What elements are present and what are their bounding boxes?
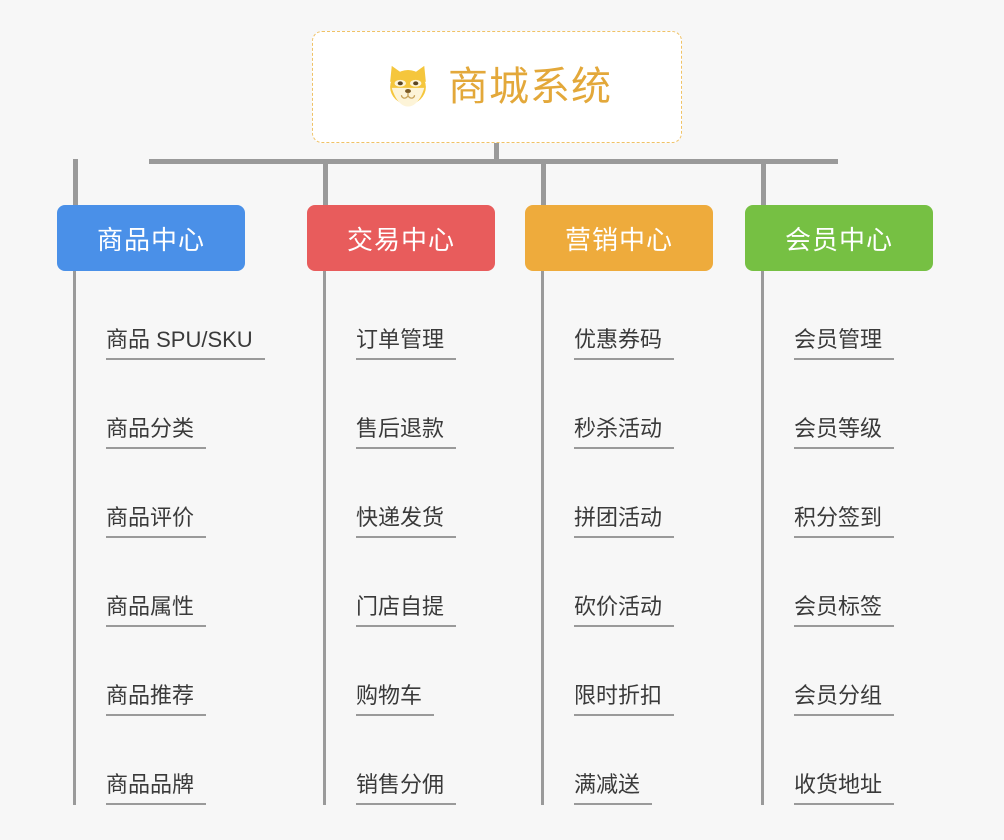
leaf-item-underline: 限时折扣 bbox=[574, 682, 675, 716]
leaf-item[interactable]: 商品推荐 bbox=[76, 627, 207, 716]
leaf-item-label: 商品分类 bbox=[106, 415, 195, 441]
leaf-item-label: 会员管理 bbox=[794, 326, 883, 352]
leaf-item[interactable]: 秒杀活动 bbox=[544, 360, 675, 449]
leaf-item-underline: 会员管理 bbox=[794, 326, 895, 360]
leaf-item-label: 商品属性 bbox=[106, 593, 195, 619]
category-box-1[interactable]: 商品中心 bbox=[57, 205, 245, 271]
leaf-item[interactable]: 商品属性 bbox=[76, 538, 207, 627]
leaf-item-label: 商品品牌 bbox=[106, 771, 195, 797]
leaf-item-underline: 满减送 bbox=[574, 771, 653, 805]
leaf-item-label: 秒杀活动 bbox=[574, 415, 663, 441]
leaf-item-label: 销售分佣 bbox=[356, 771, 445, 797]
leaf-item-label: 门店自提 bbox=[356, 593, 445, 619]
leaf-item-underline: 商品 SPU/SKU bbox=[106, 326, 265, 360]
leaf-item[interactable]: 商品分类 bbox=[76, 360, 207, 449]
category-label: 交易中心 bbox=[346, 224, 455, 255]
leaf-item-underline: 门店自提 bbox=[356, 593, 457, 627]
shiba-dog-icon bbox=[390, 65, 426, 107]
leaf-item[interactable]: 积分签到 bbox=[764, 449, 895, 538]
leaf-item-label: 快递发货 bbox=[356, 504, 445, 530]
leaf-item[interactable]: 订单管理 bbox=[326, 271, 457, 360]
leaf-item[interactable]: 满减送 bbox=[544, 716, 653, 805]
leaf-item-underline: 商品评价 bbox=[106, 504, 207, 538]
leaf-item-underline: 售后退款 bbox=[356, 415, 457, 449]
connector-drop-3 bbox=[541, 159, 546, 207]
leaf-item-label: 拼团活动 bbox=[574, 504, 663, 530]
leaf-item-label: 商品评价 bbox=[106, 504, 195, 530]
connector-stem bbox=[494, 143, 499, 162]
leaf-item[interactable]: 拼团活动 bbox=[544, 449, 675, 538]
leaf-item[interactable]: 收货地址 bbox=[764, 716, 895, 805]
category-box-3[interactable]: 营销中心 bbox=[525, 205, 713, 271]
leaf-item-label: 会员分组 bbox=[794, 682, 883, 708]
connector-drop-1 bbox=[73, 159, 78, 207]
connector-drop-4 bbox=[761, 159, 766, 207]
leaf-item[interactable]: 会员分组 bbox=[764, 627, 895, 716]
leaf-item[interactable]: 会员标签 bbox=[764, 538, 895, 627]
leaf-item-label: 优惠券码 bbox=[574, 326, 663, 352]
leaf-item-label: 商品推荐 bbox=[106, 682, 195, 708]
leaf-item-label: 商品 SPU/SKU bbox=[106, 326, 253, 352]
leaf-item-underline: 会员分组 bbox=[794, 682, 895, 716]
leaf-item-label: 会员标签 bbox=[794, 593, 883, 619]
leaf-item-underline: 秒杀活动 bbox=[574, 415, 675, 449]
leaf-item[interactable]: 商品评价 bbox=[76, 449, 207, 538]
leaf-item-underline: 优惠券码 bbox=[574, 326, 675, 360]
leaf-trunk bbox=[323, 271, 326, 805]
leaf-item-underline: 商品品牌 bbox=[106, 771, 207, 805]
leaf-item[interactable]: 门店自提 bbox=[326, 538, 457, 627]
category-box-4[interactable]: 会员中心 bbox=[745, 205, 933, 271]
root-node[interactable]: 商城系统 bbox=[312, 31, 682, 143]
root-title: 商城系统 bbox=[448, 65, 612, 109]
leaf-item-label: 收货地址 bbox=[794, 771, 883, 797]
leaf-item-underline: 快递发货 bbox=[356, 504, 457, 538]
leaf-item-label: 会员等级 bbox=[794, 415, 883, 441]
leaf-item-underline: 订单管理 bbox=[356, 326, 457, 360]
leaf-item[interactable]: 购物车 bbox=[326, 627, 435, 716]
leaf-item-underline: 购物车 bbox=[356, 682, 435, 716]
leaf-item-underline: 商品分类 bbox=[106, 415, 207, 449]
category-box-2[interactable]: 交易中心 bbox=[307, 205, 495, 271]
category-label: 会员中心 bbox=[784, 224, 893, 255]
leaf-item-underline: 销售分佣 bbox=[356, 771, 457, 805]
leaf-item[interactable]: 快递发货 bbox=[326, 449, 457, 538]
leaf-item[interactable]: 优惠券码 bbox=[544, 271, 675, 360]
leaf-item[interactable]: 会员管理 bbox=[764, 271, 895, 360]
category-label: 商品中心 bbox=[96, 224, 205, 255]
leaf-item-label: 售后退款 bbox=[356, 415, 445, 441]
leaf-item[interactable]: 会员等级 bbox=[764, 360, 895, 449]
leaf-trunk bbox=[73, 271, 76, 805]
leaf-item[interactable]: 商品 SPU/SKU bbox=[76, 271, 265, 360]
leaf-item[interactable]: 商品品牌 bbox=[76, 716, 207, 805]
leaf-item-underline: 积分签到 bbox=[794, 504, 895, 538]
leaf-trunk bbox=[761, 271, 764, 805]
leaf-item-underline: 商品属性 bbox=[106, 593, 207, 627]
leaf-item[interactable]: 销售分佣 bbox=[326, 716, 457, 805]
leaf-item[interactable]: 限时折扣 bbox=[544, 627, 675, 716]
connector-drop-2 bbox=[323, 159, 328, 207]
leaf-item-label: 满减送 bbox=[574, 771, 641, 797]
connector-bus bbox=[149, 159, 838, 164]
leaf-item[interactable]: 砍价活动 bbox=[544, 538, 675, 627]
leaf-item[interactable]: 售后退款 bbox=[326, 360, 457, 449]
leaf-item-underline: 会员标签 bbox=[794, 593, 895, 627]
leaf-trunk bbox=[541, 271, 544, 805]
leaf-item-underline: 砍价活动 bbox=[574, 593, 675, 627]
leaf-item-label: 限时折扣 bbox=[574, 682, 663, 708]
leaf-item-underline: 商品推荐 bbox=[106, 682, 207, 716]
leaf-item-underline: 会员等级 bbox=[794, 415, 895, 449]
leaf-item-label: 砍价活动 bbox=[574, 593, 663, 619]
category-label: 营销中心 bbox=[564, 224, 673, 255]
leaf-item-underline: 收货地址 bbox=[794, 771, 895, 805]
leaf-item-label: 购物车 bbox=[356, 682, 423, 708]
leaf-item-label: 订单管理 bbox=[356, 326, 445, 352]
leaf-item-label: 积分签到 bbox=[794, 504, 883, 530]
leaf-item-underline: 拼团活动 bbox=[574, 504, 675, 538]
